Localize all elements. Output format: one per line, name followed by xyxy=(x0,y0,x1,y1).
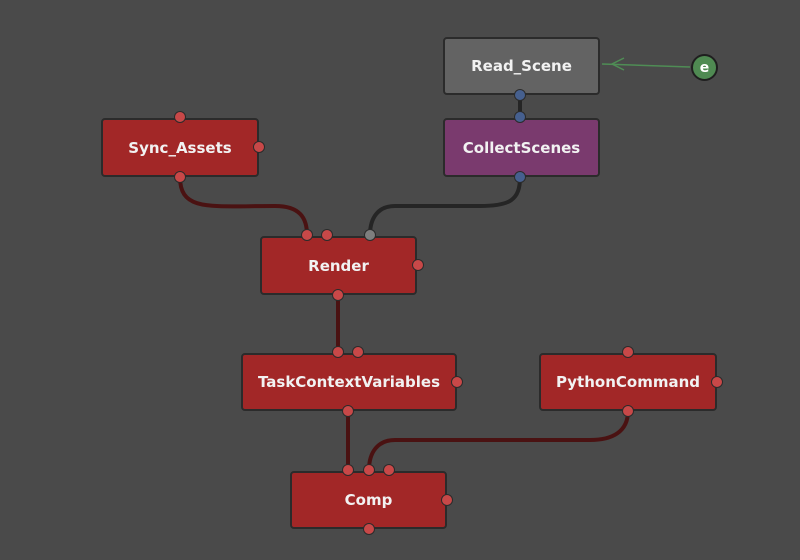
task-context-variables-input-port-2[interactable] xyxy=(352,346,364,358)
node-label: Comp xyxy=(344,491,393,509)
endpoint-node[interactable]: e xyxy=(691,54,718,81)
comp-output-port[interactable] xyxy=(363,523,375,535)
comp-input-port-2[interactable] xyxy=(363,464,375,476)
comp-side-port[interactable] xyxy=(441,494,453,506)
node-label: Read_Scene xyxy=(471,57,572,75)
node-comp[interactable]: Comp xyxy=(290,471,447,529)
comp-input-port-1[interactable] xyxy=(342,464,354,476)
node-task-context-variables[interactable]: TaskContextVariables xyxy=(241,353,457,411)
wire-python-command-to-comp[interactable] xyxy=(367,410,630,471)
node-read-scene[interactable]: Read_Scene xyxy=(443,37,600,95)
render-input-port-1[interactable] xyxy=(301,229,313,241)
sync-assets-input-port[interactable] xyxy=(174,111,186,123)
read-scene-output-port[interactable] xyxy=(514,89,526,101)
render-input-port-2[interactable] xyxy=(321,229,333,241)
comp-input-port-3[interactable] xyxy=(383,464,395,476)
task-context-variables-side-port[interactable] xyxy=(451,376,463,388)
node-label: CollectScenes xyxy=(462,138,581,157)
python-command-input-port[interactable] xyxy=(622,346,634,358)
node-sync-assets[interactable]: Sync_Assets xyxy=(101,118,259,177)
render-side-port[interactable] xyxy=(412,259,424,271)
node-collect-scenes[interactable]: CollectScenes xyxy=(443,118,600,177)
sync-assets-side-port[interactable] xyxy=(253,141,265,153)
sync-assets-output-port[interactable] xyxy=(174,171,186,183)
wire-endpoint-to-read-scene[interactable] xyxy=(601,63,691,68)
node-label: TaskContextVariables xyxy=(257,373,441,391)
task-context-variables-output-port[interactable] xyxy=(342,405,354,417)
node-label: PythonCommand xyxy=(556,373,700,391)
node-label: Render xyxy=(308,256,369,275)
arrowhead-icon xyxy=(610,57,625,71)
wire-sync-assets-to-render[interactable] xyxy=(178,176,309,236)
render-output-port[interactable] xyxy=(332,289,344,301)
wire-collect-scenes-to-render[interactable] xyxy=(368,176,522,236)
collect-scenes-output-port[interactable] xyxy=(514,171,526,183)
render-input-port-3[interactable] xyxy=(364,229,376,241)
endpoint-label: e xyxy=(699,59,710,76)
python-command-side-port[interactable] xyxy=(711,376,723,388)
collect-scenes-input-port[interactable] xyxy=(514,111,526,123)
python-command-output-port[interactable] xyxy=(622,405,634,417)
node-python-command[interactable]: PythonCommand xyxy=(539,353,717,411)
node-render[interactable]: Render xyxy=(260,236,417,295)
node-label: Sync_Assets xyxy=(128,138,232,157)
task-context-variables-input-port-1[interactable] xyxy=(332,346,344,358)
